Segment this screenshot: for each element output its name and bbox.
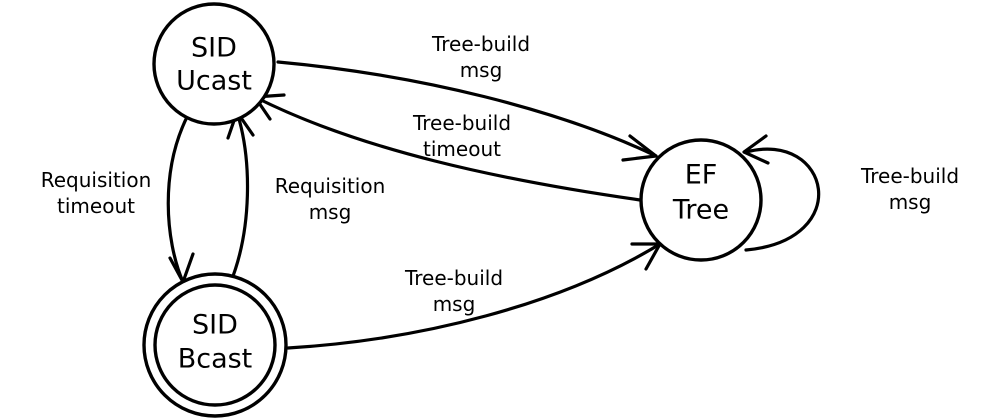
edge-label-line: Tree-build bbox=[860, 164, 959, 188]
edge-label-line: Tree-build bbox=[404, 266, 503, 290]
state-sid-bcast: SID Bcast bbox=[142, 272, 288, 418]
node-label: Tree bbox=[672, 195, 729, 226]
node-label: Ucast bbox=[176, 66, 252, 97]
state-ef-tree: EF Tree bbox=[639, 138, 763, 262]
edge-label-line: msg bbox=[460, 58, 503, 82]
edge-label-ucast-to-bcast: Requisition timeout bbox=[41, 168, 152, 218]
node-label: SID bbox=[192, 310, 238, 341]
edge-label-tree-to-ucast: Tree-build timeout bbox=[412, 111, 511, 161]
edge-bcast-to-ucast bbox=[226, 110, 255, 286]
edge-label-line: msg bbox=[309, 200, 352, 224]
edge-label-line: msg bbox=[433, 292, 476, 316]
edge-ucast-to-tree bbox=[276, 60, 658, 162]
node-label: SID bbox=[191, 33, 237, 64]
edge-label-line: timeout bbox=[57, 194, 135, 218]
node-label: EF bbox=[685, 160, 718, 191]
edge-label-line: Requisition bbox=[275, 174, 386, 198]
state-sid-ucast: SID Ucast bbox=[152, 2, 276, 126]
edge-label-line: Tree-build bbox=[431, 32, 530, 56]
edge-label-bcast-to-tree: Tree-build msg bbox=[404, 266, 503, 316]
node-label: Bcast bbox=[178, 344, 253, 375]
edge-label-bcast-to-ucast: Requisition msg bbox=[275, 174, 386, 224]
edge-label-line: timeout bbox=[423, 137, 501, 161]
edge-ucast-to-bcast bbox=[166, 113, 195, 284]
edge-label-line: Requisition bbox=[41, 168, 152, 192]
edge-label-tree-self-loop: Tree-build msg bbox=[860, 164, 959, 214]
edge-label-line: msg bbox=[889, 190, 932, 214]
edge-tree-self-loop bbox=[742, 134, 821, 252]
edge-label-line: Tree-build bbox=[412, 111, 511, 135]
edge-label-ucast-to-tree: Tree-build msg bbox=[431, 32, 530, 82]
